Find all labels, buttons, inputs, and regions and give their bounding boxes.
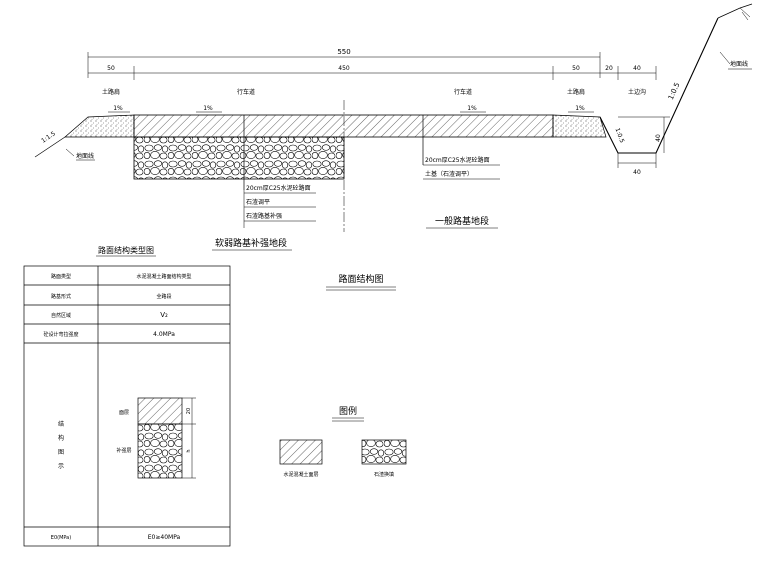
legend-swatch-stone	[361, 439, 407, 465]
legend-item-2: 石渣换填	[374, 471, 394, 478]
fill-slope-text: 1:1.5	[40, 130, 57, 145]
label-carriage-left: 行车道	[237, 88, 255, 96]
dimension-total: 550	[87, 48, 601, 78]
soft-note-1: 20cm厚C25水泥砼路面	[246, 184, 311, 192]
structure-char-3: 图	[58, 449, 64, 456]
row-4-value: 4.0MPa	[153, 331, 175, 338]
dim-total-text: 550	[337, 48, 350, 56]
structure-char-1: 结	[58, 420, 64, 428]
label-carriage-right: 行车道	[454, 88, 472, 96]
concrete-slab	[133, 114, 554, 138]
row-3-value: V₂	[160, 311, 168, 319]
cut-slope-text: 1:0.5	[667, 81, 682, 101]
legend-title: 图例	[339, 405, 357, 417]
dim-left-shoulder: 50	[107, 65, 115, 72]
table-title: 路面结构类型图	[98, 245, 154, 255]
slope-label-3: 1%	[467, 105, 477, 112]
dim-ditch-bottom: 40	[633, 169, 641, 176]
cross-section: 550 50 450 50 20 40 土路肩 行车道 行车道 土路肩 土边沟 …	[34, 3, 753, 251]
label-ditch: 土边沟	[628, 88, 646, 96]
ground-line-right: 地面线	[730, 60, 748, 68]
dim-top-label: 20	[186, 408, 192, 414]
right-shoulder-fill	[552, 114, 607, 138]
row-1-label: 路面类型	[51, 273, 71, 280]
soft-note-2: 石渣调平	[246, 198, 270, 206]
row-1-value: 水泥混凝土路面结构类型	[136, 273, 191, 280]
legend-item-1: 水泥混凝土面层	[283, 471, 318, 478]
structure-title: 路面结构图	[338, 273, 383, 285]
dim-gap: 20	[605, 65, 613, 72]
general-note-1: 20cm厚C25水泥砼路面	[425, 156, 490, 164]
structure-surface-layer	[137, 397, 183, 425]
general-section-title: 一般路基地段	[435, 215, 489, 227]
row-2-label: 路基形式	[51, 293, 71, 300]
slope-label-2: 1%	[203, 105, 213, 112]
e0-value: E0≥40MPa	[148, 534, 181, 541]
dim-ditch-depth: 40	[655, 134, 662, 142]
dim-bottom-label: h	[186, 449, 192, 452]
stone-replacement	[133, 136, 345, 180]
layer-bottom-label: 补强层	[116, 447, 131, 454]
row-4-label: 砼设计弯拉强度	[43, 331, 78, 338]
e0-label: E0(MPa)	[51, 535, 71, 541]
ditch-slope-text: 1:0.5	[613, 127, 625, 144]
dim-ditch-top: 40	[633, 65, 641, 72]
structure-base-layer	[137, 423, 183, 479]
row-3-label: 自然区域	[51, 312, 71, 319]
left-shoulder-fill	[64, 114, 135, 138]
pavement-table: 路面结构类型图 路面类型 水泥混凝土路面结构类型 路基形式 全路段 自然区域 V…	[23, 245, 231, 547]
slope-label-1: 1%	[113, 105, 123, 112]
ground-line-left: 地面线	[76, 152, 94, 160]
dim-right-shoulder: 50	[572, 65, 580, 72]
label-shoulder-left: 土路肩	[102, 88, 120, 96]
legend: 图例 水泥混凝土面层 石渣换填	[279, 405, 407, 478]
dim-carriageway: 450	[338, 65, 350, 72]
soft-section-title: 软弱路基补强地段	[215, 237, 287, 249]
structure-char-2: 构	[58, 434, 64, 442]
slope-label-4: 1%	[575, 105, 585, 112]
general-note-2: 土基（石渣调平）	[425, 170, 473, 178]
layer-top-label: 面层	[119, 410, 129, 416]
legend-swatch-concrete	[279, 439, 323, 465]
row-2-value: 全路段	[156, 293, 171, 300]
dimension-parts: 50 450 50 20 40	[88, 65, 657, 80]
label-shoulder-right: 土路肩	[567, 88, 585, 96]
structure-char-4: 示	[58, 463, 64, 470]
soft-note-3: 石渣路基补强	[246, 212, 282, 220]
